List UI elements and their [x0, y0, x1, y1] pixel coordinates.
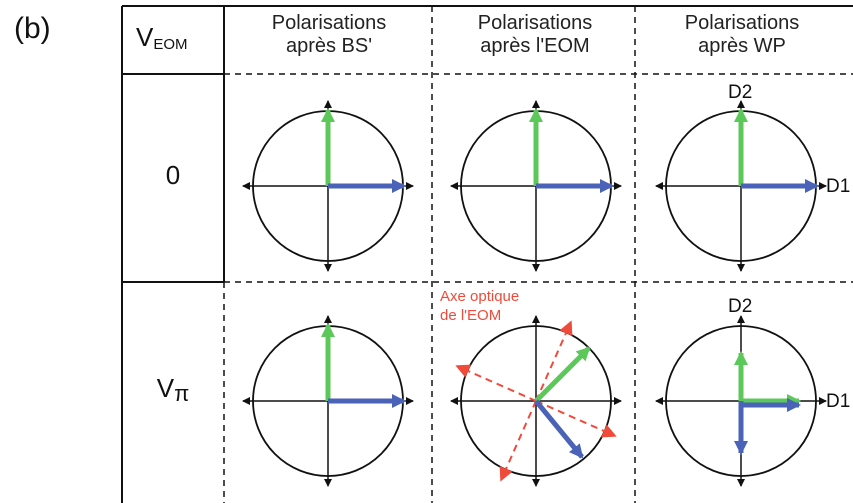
veom-header: VEOM — [136, 22, 188, 53]
polarisation-cell-1-eom — [450, 315, 622, 487]
polarisation-cell-1-wp — [655, 315, 827, 487]
polarisation-cell-0-wp — [655, 100, 827, 272]
blue-polarisation-arrow — [534, 399, 584, 459]
polarisation-cell-0-eom — [450, 100, 622, 272]
row-label-vpi: Vπ — [156, 373, 190, 406]
optic-axis-lines — [455, 320, 617, 482]
table-borders — [121, 5, 853, 503]
polarisation-cell-0-bs — [242, 100, 414, 272]
d1-label-bottom: D1 — [826, 391, 851, 412]
table-dashed-lines — [223, 6, 853, 503]
d2-label-bottom: D2 — [728, 296, 753, 317]
panel-label: (b) — [14, 12, 51, 45]
d1-label-top: D1 — [826, 176, 851, 197]
polarisation-cell-1-bs — [242, 315, 414, 487]
d2-label-top: D2 — [728, 82, 753, 103]
row-label-0: 0 — [165, 160, 181, 190]
green-polarisation-arrow — [534, 346, 591, 403]
